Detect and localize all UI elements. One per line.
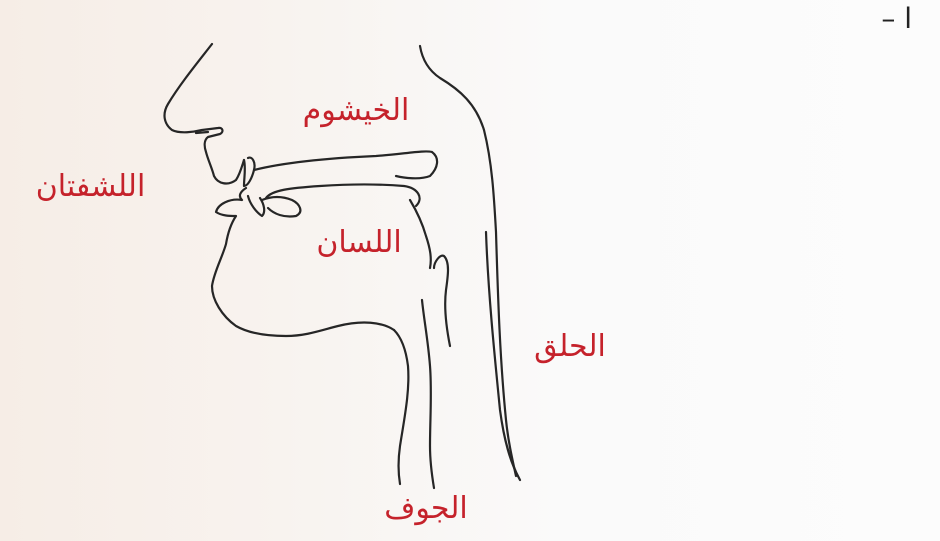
epiglottis-outline xyxy=(434,256,450,346)
nose-outline xyxy=(165,44,244,183)
tongue-label: اللسان xyxy=(292,228,426,258)
throat-label: الحلق xyxy=(522,332,618,362)
nostril-outline xyxy=(196,132,208,133)
throat-wall-line xyxy=(486,232,520,480)
tongue-tip-outline xyxy=(262,197,300,217)
lips-label: اللشفتان xyxy=(8,172,173,202)
figure-index-label: ا – xyxy=(881,2,912,35)
upper-teeth-outline xyxy=(244,158,255,186)
front-neck-line xyxy=(394,330,408,484)
palate-lower-line xyxy=(266,185,420,207)
palate-upper-line xyxy=(254,151,437,178)
nasal-cavity-label: الخيشوم xyxy=(276,96,436,126)
oral-cavity-label: الجوف xyxy=(372,494,480,524)
lower-lip-outline xyxy=(212,188,394,336)
larynx-line xyxy=(422,300,434,488)
